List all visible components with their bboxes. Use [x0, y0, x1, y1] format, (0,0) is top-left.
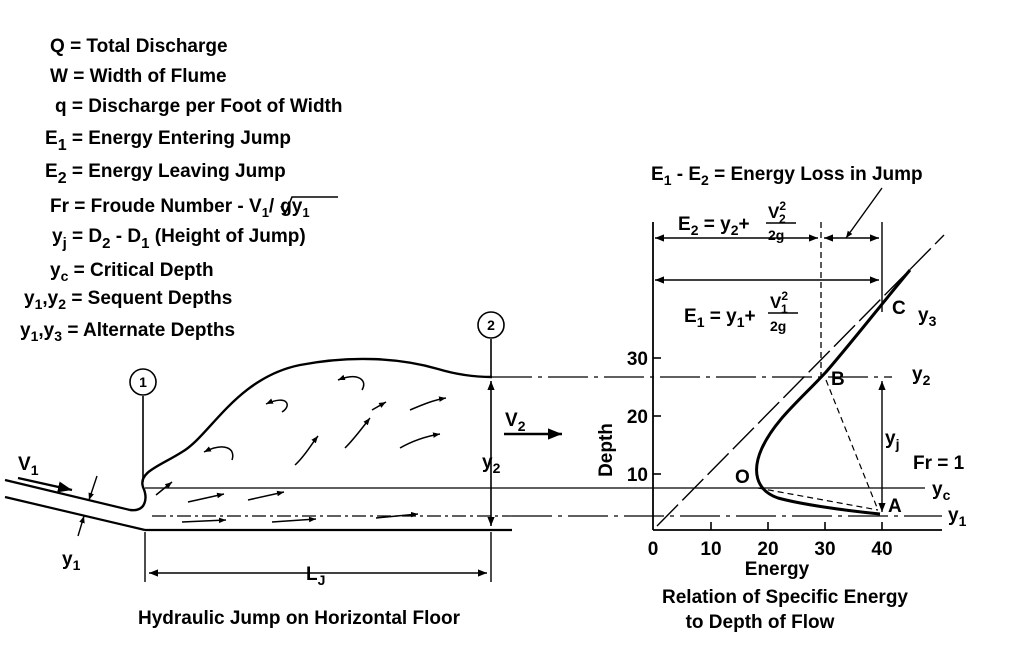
v1-arrow	[17, 476, 73, 493]
b-to-a-dashed-line	[825, 379, 879, 511]
flow-arrow	[344, 417, 371, 449]
chart-caption-line2: to Depth of Flow	[686, 612, 835, 633]
x-tick-label: 30	[814, 539, 835, 560]
vortex-arrow	[265, 398, 288, 413]
def-e2: E2 = Energy Leaving Jump	[45, 161, 286, 187]
def-yc: yc = Critical Depth	[50, 260, 214, 284]
def-sequent: y1,y2 = Sequent Depths	[24, 288, 232, 312]
flow-arrow	[247, 490, 285, 501]
def-e1: E1 = Energy Entering Jump	[45, 128, 291, 154]
water-surface-profile	[129, 357, 493, 512]
station-2-label: 2	[487, 317, 495, 333]
jump-sketch: 1 2 V1 y1 y2	[4, 311, 562, 629]
x-ticks: 0 10 20 30 40	[648, 522, 893, 560]
def-q-per-foot: q = Discharge per Foot of Width	[55, 96, 342, 117]
y-ticks: 10 20 30	[627, 349, 661, 486]
def-alternate: y1,y3 = Alternate Depths	[20, 320, 235, 344]
y1-label-right: y1	[948, 505, 967, 529]
x-tick-label: 40	[871, 539, 892, 560]
def-w-width: W = Width of Flume	[50, 66, 227, 87]
x-axis-label: Energy	[745, 559, 810, 580]
y1-arrow-top	[88, 475, 98, 501]
def-froude: Fr = Froude Number - V1/gy1	[50, 196, 310, 220]
y1-arrow-bottom	[77, 515, 85, 537]
vortex-arrow	[203, 446, 234, 461]
diagonal-e-equals-y-line	[656, 234, 945, 527]
flow-arrow	[187, 492, 225, 503]
energy-loss-pointer	[845, 187, 883, 239]
lj-label: LJ	[306, 564, 325, 588]
chute-lower-line	[4, 495, 146, 532]
vortex-arrow	[337, 374, 365, 391]
yj-label: yj	[885, 428, 899, 452]
def-yj: yj = D2 - D1 (Height of Jump)	[52, 226, 306, 252]
point-o-label: O	[735, 467, 750, 488]
y1-label-left: y1	[62, 549, 81, 573]
depth-connector-lines	[445, 376, 942, 517]
definitions-legend: Q = Total Discharge W = Width of Flume q…	[20, 36, 342, 344]
y-tick-label: 30	[627, 349, 648, 370]
x-tick-label: 10	[700, 539, 721, 560]
station-1-label: 1	[139, 374, 147, 390]
flow-arrow	[271, 516, 317, 523]
chart-caption-line1: Relation of Specific Energy	[662, 587, 908, 608]
y3-label: y3	[918, 305, 937, 329]
e1-equation: E1 = y1+	[684, 306, 756, 330]
o-to-a-dashed-line	[757, 487, 879, 511]
y-axis-label: Depth	[596, 423, 617, 477]
froude-one-label: Fr = 1	[913, 453, 965, 474]
flow-arrow	[371, 401, 387, 411]
flow-arrow	[155, 481, 173, 496]
energy-loss-title: E1 - E2 = Energy Loss in Jump	[651, 164, 923, 188]
y2-label-right: y2	[912, 364, 931, 388]
station-2-marker	[477, 311, 505, 339]
flow-arrow	[181, 517, 227, 524]
jump-caption: Hydraulic Jump on Horizontal Floor	[138, 608, 461, 629]
flow-arrow	[375, 511, 419, 519]
point-a-label: A	[888, 496, 902, 517]
v1-label: V1	[18, 454, 39, 478]
station-1-marker	[129, 368, 157, 396]
v2-label: V2	[505, 410, 526, 434]
flow-arrows	[155, 374, 447, 524]
def-q-total: Q = Total Discharge	[50, 36, 228, 57]
point-b-label: B	[831, 369, 845, 390]
energy-chart: E1 - E2 = Energy Loss in Jump E2 = y2+ V…	[596, 164, 967, 633]
y-tick-label: 20	[627, 407, 648, 428]
chute-upper-line	[4, 478, 131, 512]
e1-denominator: 2g	[770, 318, 786, 334]
x-tick-label: 20	[757, 539, 778, 560]
e2-denominator: 2g	[768, 227, 784, 243]
y-tick-label: 10	[627, 465, 648, 486]
y2-label-left: y2	[482, 452, 501, 476]
point-c-label: C	[892, 298, 906, 319]
x-tick-label: 0	[648, 539, 659, 560]
flow-arrow	[399, 432, 441, 449]
specific-energy-curve	[755, 269, 912, 516]
yc-label: yc	[932, 479, 951, 503]
e2-equation: E2 = y2+	[678, 214, 750, 238]
flow-arrow	[409, 396, 447, 411]
flow-arrow	[294, 435, 319, 466]
sqrt-sign	[280, 196, 338, 216]
